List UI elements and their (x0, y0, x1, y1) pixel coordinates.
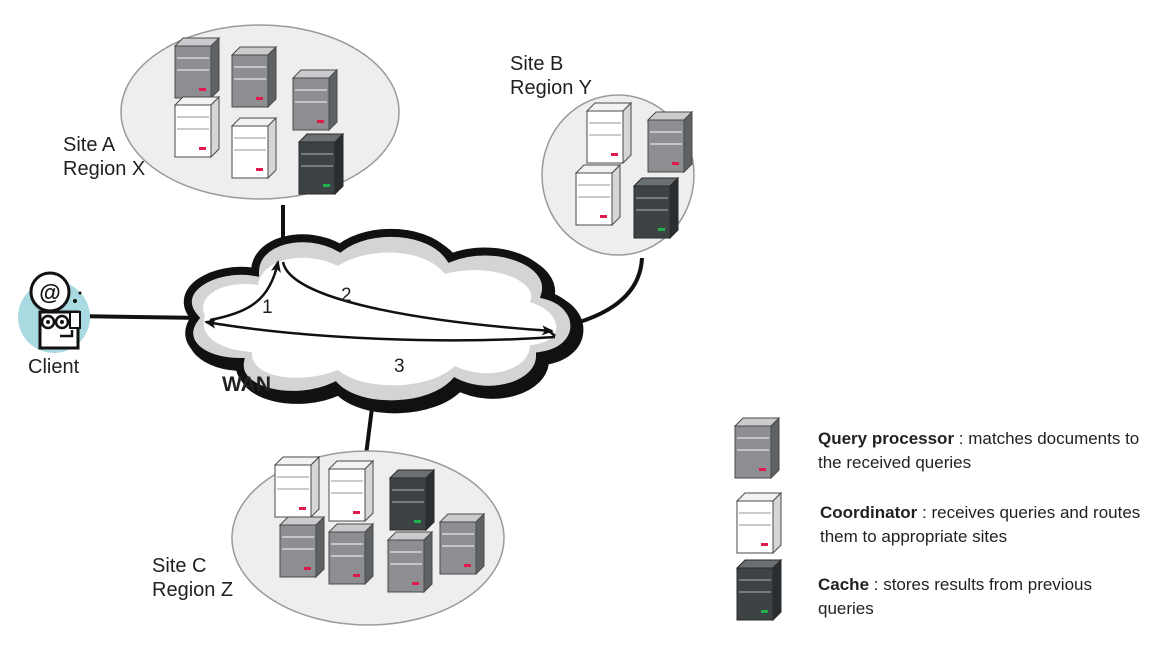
step-1-label: 1 (262, 297, 273, 318)
site-region: Region Y (510, 77, 592, 99)
site-c (231, 450, 505, 626)
coordinator-server-icon (231, 117, 277, 179)
wan-cloud (183, 228, 584, 414)
legend-description: : stores results from previous queries (818, 575, 1092, 618)
legend-description: : matches documents to the received quer… (818, 429, 1140, 472)
query-processor-server-icon (734, 417, 780, 479)
cache-server-icon (736, 559, 782, 621)
site-a (120, 24, 400, 200)
coordinator-server-icon (736, 492, 782, 554)
coordinator-server-icon (575, 164, 621, 226)
cache-server-icon (633, 177, 679, 239)
site-c-label: Site C Region Z (152, 554, 233, 602)
client-label: Client (28, 356, 80, 378)
query-processor-server-icon (292, 69, 338, 131)
path-3 (204, 318, 556, 342)
client-link (72, 314, 206, 320)
query-processor-server-icon (279, 516, 325, 578)
legend-cache: Cache : stores results from previous que… (818, 573, 1148, 621)
site-region: Region X (63, 158, 146, 180)
legend-term: Coordinator (820, 503, 918, 522)
legend-icons (734, 417, 782, 621)
legend-term: Query processor (818, 429, 955, 448)
site-b (541, 94, 695, 256)
site-name: Site A (63, 134, 116, 156)
cache-server-icon (389, 469, 435, 531)
query-processor-server-icon (387, 531, 433, 593)
coordinator-server-icon (274, 456, 320, 518)
site-region: Region Z (152, 579, 234, 601)
coordinator-server-icon (328, 460, 374, 522)
query-processor-server-icon (231, 46, 277, 108)
query-processor-server-icon (647, 111, 693, 173)
cache-server-icon (298, 133, 344, 195)
site-b-label: Site B Region Y (510, 52, 592, 100)
path-2 (281, 261, 554, 336)
step-3-label: 3 (394, 356, 405, 377)
query-processor-server-icon (174, 37, 220, 99)
wan-label: WAN (222, 373, 271, 396)
site-name: Site B (510, 53, 564, 75)
coordinator-server-icon (586, 102, 632, 164)
legend-coordinator: Coordinator : receives queries and route… (820, 501, 1149, 549)
client-icon: @ (18, 271, 90, 353)
step-2-label: 2 (341, 285, 352, 306)
coordinator-server-icon (174, 96, 220, 158)
legend-description: : receives queries and routes them to ap… (820, 503, 1141, 546)
query-processor-server-icon (328, 523, 374, 585)
request-paths (204, 260, 556, 342)
site-a-label: Site A Region X (63, 133, 145, 181)
svg-text:@: @ (39, 280, 60, 305)
legend-query-processor: Query processor : matches documents to t… (818, 427, 1148, 475)
legend-term: Cache (818, 575, 870, 594)
query-processor-server-icon (439, 513, 485, 575)
site-name: Site C (152, 555, 207, 577)
path-1 (209, 260, 281, 322)
